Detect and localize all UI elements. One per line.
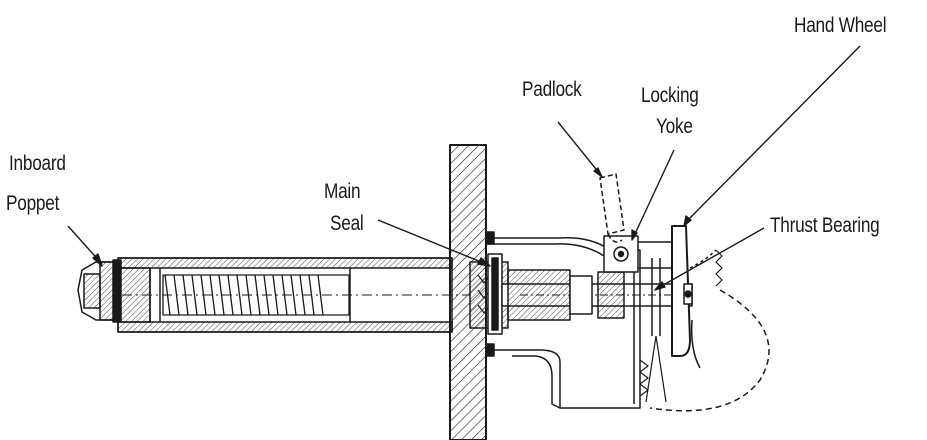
- spring-coil: [162, 274, 350, 316]
- label-locking-yoke-line1: Locking: [641, 84, 699, 107]
- inboard-poppet: [77, 259, 122, 323]
- padlock-part: [599, 173, 625, 243]
- label-padlock: Padlock: [522, 78, 582, 101]
- label-locking-yoke-line2: Yoke: [656, 115, 693, 138]
- body-cylinder: [117, 257, 470, 333]
- label-inboard-poppet-line1: Inboard: [9, 152, 66, 175]
- swing-path: [649, 289, 770, 412]
- leader-lines: [67, 45, 861, 291]
- locking-yoke-part: [603, 235, 673, 273]
- outboard-housing: [485, 231, 641, 409]
- thrust-bearing-part: [639, 258, 667, 403]
- label-thrust-bearing: Thrust Bearing: [770, 214, 880, 237]
- label-inboard-poppet-line2: Poppet: [6, 192, 60, 215]
- label-main-seal-line2: Seal: [330, 212, 364, 235]
- label-hand-wheel: Hand Wheel: [794, 14, 887, 37]
- label-main-seal-line1: Main: [324, 180, 361, 203]
- hand-wheel-part: [671, 225, 723, 369]
